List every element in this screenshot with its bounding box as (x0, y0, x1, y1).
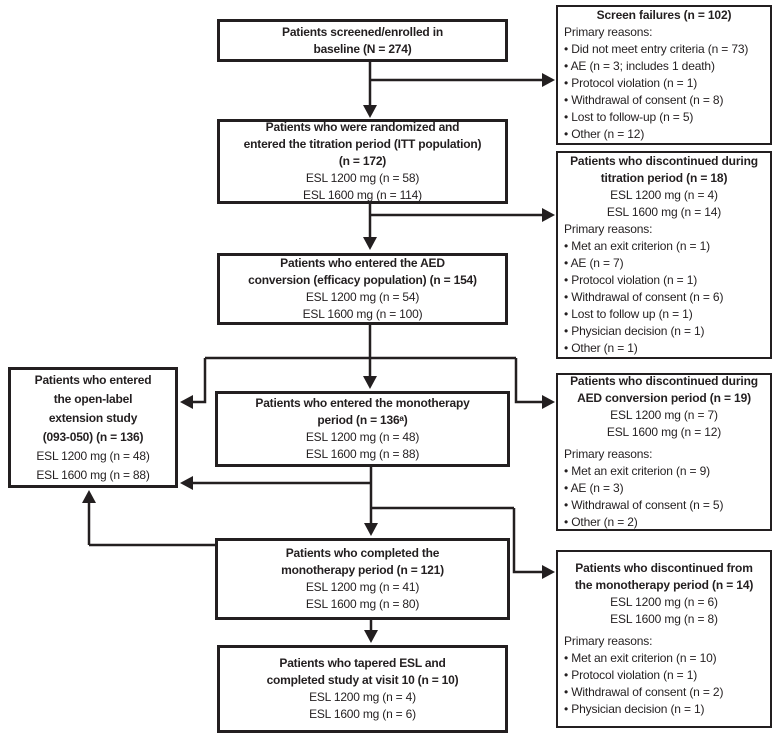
text-line: • Lost to follow-up (n = 5) (564, 110, 694, 124)
text-line: • Other (n = 1) (564, 341, 638, 355)
text-line: • Protocol violation (n = 1) (564, 76, 698, 90)
text-line: ESL 1200 mg (n = 48) (36, 448, 150, 463)
text-line: • Physician decision (n = 1) (564, 324, 705, 338)
text-line: entered the titration period (ITT popula… (243, 137, 482, 151)
arrowhead-right-to-screen-failures (542, 73, 555, 87)
text-line: ESL 1200 mg (n = 48) (305, 430, 420, 444)
text-line: • Physician decision (n = 1) (564, 702, 705, 716)
arrowhead-down-to-aed-conversion (363, 237, 377, 250)
flow-box-aed-conversion: Patients who entered the AED conversion (… (217, 253, 508, 325)
text-line: (093-050) (n = 136) (42, 429, 144, 444)
text-line: • Lost to follow up (n = 1) (564, 307, 693, 321)
flow-box-monotherapy-entered: Patients who entered the monotherapy peri… (215, 391, 510, 467)
text-line: ESL 1600 mg (n = 80) (305, 597, 420, 611)
text-line: the monotherapy period (n = 14) (574, 578, 754, 592)
text-line: • Met an exit criterion (n = 10) (564, 651, 717, 665)
text-line: ESL 1600 mg (n = 114) (303, 188, 422, 202)
flow-box-screened-enrolled: Patients screened/enrolled in baseline (N… (217, 19, 508, 62)
text-line: Patients who entered the AED (280, 256, 445, 270)
text-line: ESL 1200 mg (n = 6) (610, 595, 718, 609)
flow-box-monotherapy-completed: Patients who completed the monotherapy pe… (215, 538, 510, 620)
text-line: ESL 1600 mg (n = 12) (606, 425, 722, 439)
arrowhead-up-to-open-label (82, 490, 96, 503)
text-line: Patients who discontinued during (570, 374, 758, 388)
text-line: • Protocol violation (n = 1) (564, 668, 698, 682)
text-line: • Met an exit criterion (n = 1) (564, 239, 710, 253)
text-line: • Withdrawal of consent (n = 2) (564, 685, 724, 699)
text-line: ESL 1200 mg (n = 4) (610, 188, 718, 202)
text-line: Primary reasons: (564, 634, 653, 648)
arrowhead-right-to-disc-monotherapy (542, 565, 555, 579)
text-line: AED conversion period (n = 19) (577, 391, 751, 405)
text-line: Patients who tapered ESL and (279, 656, 446, 670)
text-line: ESL 1200 mg (n = 54) (305, 290, 420, 304)
text-line: ESL 1600 mg (n = 14) (606, 205, 722, 219)
text-line: • Withdrawal of consent (n = 8) (564, 93, 724, 107)
text-line: • Did not meet entry criteria (n = 73) (564, 42, 749, 56)
text-line: • Other (n = 2) (564, 515, 638, 529)
text-line: • AE (n = 3; includes 1 death) (564, 59, 715, 73)
text-line: extension study (48, 410, 138, 425)
arrowhead-down-to-completed (364, 523, 378, 536)
text-line: ESL 1600 mg (n = 6) (309, 707, 416, 721)
text-line: Primary reasons: (564, 447, 653, 461)
arrowhead-left-to-open-label-upper (180, 395, 193, 409)
text-line: the open-label (53, 391, 133, 406)
text-line: Patients who entered the monotherapy (255, 396, 470, 410)
side-box-screen-failures: Screen failures (n = 102) Primary reasons… (556, 5, 772, 145)
text-line: Patients who completed the (285, 546, 440, 560)
text-line: • AE (n = 7) (564, 256, 624, 270)
text-line: Patients screened/enrolled in (282, 24, 443, 39)
side-box-discontinued-monotherapy: Patients who discontinued from the monoth… (556, 550, 772, 728)
arrowhead-right-to-disc-titration (542, 208, 555, 222)
arrowhead-right-to-disc-aed (542, 395, 555, 409)
text-line: Patients who were randomized and (265, 120, 460, 134)
text-line: ESL 1200 mg (n = 41) (305, 580, 420, 594)
text-line: • Met an exit criterion (n = 9) (564, 464, 710, 478)
text-line: ESL 1600 mg (n = 8) (610, 612, 718, 626)
flow-box-tapered-completed-study: Patients who tapered ESL and completed st… (217, 645, 508, 733)
text-line: Primary reasons: (564, 222, 653, 236)
text-line: ESL 1600 mg (n = 88) (36, 467, 150, 482)
text-line: ESL 1600 mg (n = 100) (302, 307, 423, 321)
text-line: monotherapy period (n = 121) (281, 563, 444, 577)
text-line: titration period (n = 18) (600, 171, 728, 185)
text-line: Patients who discontinued from (575, 561, 753, 575)
text-line: baseline (N = 274) (313, 41, 412, 56)
text-line: Patients who entered (34, 372, 152, 387)
text-line: Screen failures (n = 102) (596, 8, 732, 22)
text-line: ESL 1600 mg (n = 88) (305, 447, 420, 461)
flow-box-open-label-extension: Patients who entered the open-label extens… (8, 367, 178, 488)
text-line: • Protocol violation (n = 1) (564, 273, 698, 287)
text-line: • Other (n = 12) (564, 127, 645, 141)
text-line: • Withdrawal of consent (n = 6) (564, 290, 724, 304)
text-line: period (n = 136ᵃ) (317, 413, 408, 427)
text-line: ESL 1200 mg (n = 7) (610, 408, 718, 422)
arrowhead-left-to-open-label-lower (180, 476, 193, 490)
text-line: ESL 1200 mg (n = 4) (309, 690, 416, 704)
text-line: • AE (n = 3) (564, 481, 624, 495)
text-line: Primary reasons: (564, 25, 653, 39)
text-line: (n = 172) (338, 154, 387, 168)
text-line: ESL 1200 mg (n = 58) (305, 171, 420, 185)
text-line: completed study at visit 10 (n = 10) (266, 673, 459, 687)
side-box-discontinued-titration: Patients who discontinued during titratio… (556, 151, 772, 359)
flow-box-randomized-titration: Patients who were randomized and entered … (217, 119, 508, 204)
arrowhead-down-to-randomized (363, 105, 377, 118)
arrowhead-down-to-tapered (364, 630, 378, 643)
text-line: conversion (efficacy population) (n = 15… (248, 273, 477, 287)
text-line: Patients who discontinued during (570, 154, 758, 168)
arrowhead-down-to-monotherapy (363, 376, 377, 389)
text-line: • Withdrawal of consent (n = 5) (564, 498, 724, 512)
